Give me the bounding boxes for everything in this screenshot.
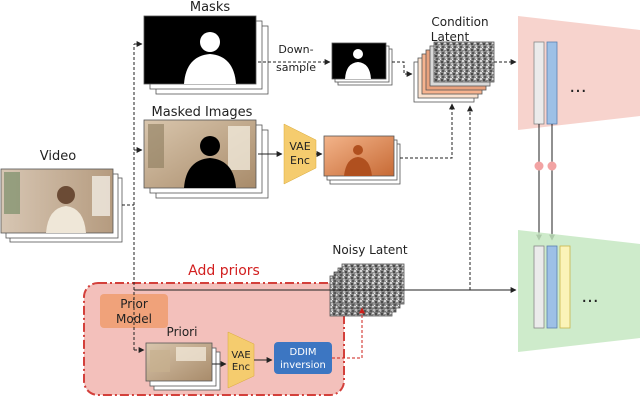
vae-enc-bottom-line2: Enc [232, 362, 250, 373]
masked-latent-stack [323, 135, 401, 185]
masked-images-stack [143, 119, 269, 199]
masked-latent-to-condition-arrow [400, 103, 455, 159]
vae-enc-top-line1: VAE [289, 140, 310, 153]
downsample-to-condition-arrow [392, 61, 413, 77]
priori-flow-arrows [212, 307, 365, 367]
downsample-label-line2: sample [276, 61, 316, 74]
condition-unet-bar-blue [546, 41, 558, 125]
masked-images-label: Masked Images [152, 105, 253, 120]
video-frame-stack [0, 168, 123, 243]
vae-enc-top-line2: Enc [290, 154, 310, 167]
priori-label: Priori [167, 325, 198, 339]
denoise-unet-bar-gray [533, 245, 545, 329]
video-branch-arrows [122, 41, 517, 353]
add-priors-label: Add priors [188, 263, 260, 279]
condition-latent-stack [413, 41, 495, 103]
noisy-latent-label: Noisy Latent [332, 243, 408, 257]
vae-enc-bottom-line1: VAE [231, 350, 250, 361]
downsampled-mask-stack [331, 42, 393, 86]
condition-latent-label-line2: Latent [431, 30, 470, 44]
ddim-label-line1: DDIM [290, 347, 317, 358]
denoise-unet-bar-yellow [559, 245, 571, 329]
video-label: Video [40, 149, 76, 164]
downsample-label-line1: Down- [278, 43, 313, 56]
prior-model-box [100, 294, 168, 328]
priori-image-stack [145, 342, 221, 391]
connector-dot-left [534, 161, 544, 171]
connector-dot-right [547, 161, 557, 171]
condition-unet-ellipsis: ... [569, 76, 586, 97]
masks-label: Masks [190, 0, 230, 15]
masks-stack [143, 15, 269, 95]
prior-panel: Add priors Prior Model Priori VAE Enc DD… [83, 263, 345, 396]
vae-encoder-top [283, 123, 317, 185]
denoise-unet-ellipsis: ... [581, 286, 598, 307]
ddim-inversion-box [274, 342, 332, 374]
vae-encoder-bottom [227, 331, 255, 389]
condition-latent-label-line1: Condition [431, 15, 488, 29]
ddim-label-line2: inversion [280, 360, 326, 371]
noisy-latent-stack [329, 263, 405, 317]
denoise-unet-bar-blue [546, 245, 558, 329]
condition-unet-bar-gray [533, 41, 545, 125]
